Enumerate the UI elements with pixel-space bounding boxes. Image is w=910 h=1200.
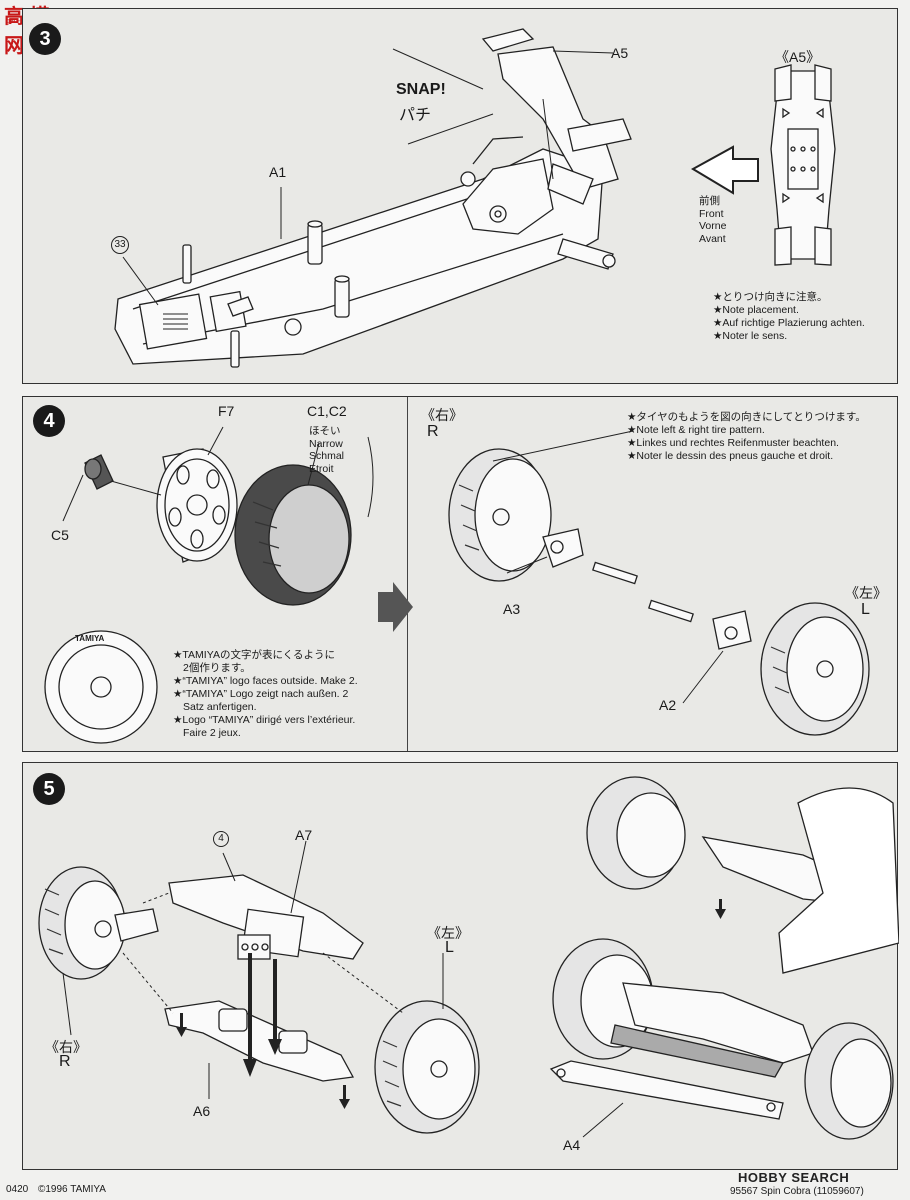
note-line: ★Auf richtige Plazierung achten.	[713, 317, 865, 329]
pattern-notes: ★タイヤのもようを図の向きにしてとりつけます。 ★Note left & rig…	[627, 411, 866, 463]
down-arrow-icon	[176, 1013, 187, 1037]
narrow-labels: ほそい Narrow Schmal Etroit	[309, 425, 344, 475]
right-label-jp: 《右》	[45, 1039, 87, 1055]
step-number: 5	[33, 773, 65, 805]
step-4-divider	[407, 397, 408, 751]
part-label-33: 33	[111, 236, 129, 254]
step-number: 3	[29, 23, 61, 55]
narrow-en: Narrow	[309, 437, 343, 450]
note-line: ★とりつけ向きに注意。	[713, 291, 828, 303]
copyright: ©1996 TAMIYA	[38, 1184, 106, 1195]
snap-label-jp: パチ	[399, 107, 432, 124]
right-label-en: R	[59, 1053, 71, 1070]
part-label-c1c2: C1,C2	[307, 403, 347, 419]
down-arrow-icon	[243, 953, 257, 1077]
part-label-a7: A7	[295, 827, 313, 843]
left-label-jp: 《左》	[427, 925, 469, 941]
step-4-panel: 4	[22, 396, 898, 752]
left-label-en: L	[445, 939, 454, 956]
chassis-drawing	[114, 28, 836, 368]
wheel-assembly-drawing	[44, 426, 870, 744]
note-line: ★タイヤのもようを図の向きにしてとりつけます。	[627, 411, 866, 423]
right-label-jp: 《右》	[421, 407, 463, 423]
note-line: ★Logo “TAMIYA” dirigé vers l’extérieur.	[173, 714, 356, 726]
front-arrow-icon	[690, 145, 759, 195]
left-label-jp: 《左》	[845, 585, 887, 601]
note-line: ★Note left & right tire pattern.	[627, 424, 765, 436]
tamiya-logo-text: TAMIYA	[75, 634, 105, 643]
note-line: ★Note placement.	[713, 304, 799, 316]
next-step-arrow-icon	[378, 582, 413, 632]
note-line: ★Linkes und rechtes Reifenmuster beachte…	[627, 437, 839, 449]
placement-notes: ★とりつけ向きに注意。 ★Note placement. ★Auf richti…	[713, 291, 865, 343]
note-line: Faire 2 jeux.	[183, 727, 241, 739]
part-label-a5: A5	[611, 45, 629, 61]
step-5-panel: 5	[22, 762, 899, 1170]
narrow-de: Schmal	[309, 450, 345, 462]
down-arrow-icon	[715, 899, 726, 919]
note-line: 2個作ります。	[183, 662, 251, 674]
down-arrow-icon	[268, 959, 282, 1055]
snap-label-en: SNAP!	[396, 81, 446, 98]
note-line: ★TAMIYAの文字が表にくるように	[173, 649, 336, 661]
product-code: 95567 Spin Cobra (11059607)	[730, 1186, 864, 1197]
direction-jp: 前側	[699, 195, 720, 207]
a5-detail-drawing	[770, 64, 836, 266]
part-label-a1: A1	[269, 164, 287, 180]
part-label-4: 4	[213, 831, 229, 847]
direction-en: Front	[699, 207, 724, 220]
page-number: 0420	[6, 1184, 29, 1195]
note-line: Satz anfertigen.	[183, 701, 257, 713]
step-3-panel: 3	[22, 8, 898, 384]
narrow-jp: ほそい	[309, 425, 341, 437]
part-label-a4: A4	[563, 1137, 581, 1153]
note-line: ★“TAMIYA” logo faces outside. Make 2.	[173, 675, 358, 687]
direction-fr: Avant	[699, 232, 726, 245]
direction-labels: 前側 Front Vorne Avant	[699, 195, 726, 245]
note-line: ★Noter le dessin des pneus gauche et dro…	[627, 450, 834, 462]
part-label-a2: A2	[659, 697, 677, 713]
tire-notes: ★TAMIYAの文字が表にくるように 2個作ります。 ★“TAMIYA” log…	[173, 649, 358, 740]
part-label-a6: A6	[193, 1103, 211, 1119]
narrow-fr: Etroit	[309, 462, 334, 475]
down-arrow-icon	[339, 1085, 350, 1109]
right-label-en: R	[427, 423, 439, 440]
direction-de: Vorne	[699, 220, 727, 232]
note-line: ★Noter le sens.	[713, 330, 788, 342]
part-label-c5: C5	[51, 527, 69, 543]
watermark: HOBBY SEARCH	[738, 1170, 850, 1185]
step-number: 4	[33, 405, 65, 437]
a5-detail-label: 《A5》	[775, 49, 821, 65]
front-suspension-drawing	[38, 776, 899, 1140]
part-label-a3: A3	[503, 601, 521, 617]
note-line: ★“TAMIYA” Logo zeigt nach außen. 2	[173, 688, 349, 700]
left-label-en: L	[861, 601, 870, 618]
part-label-f7: F7	[218, 403, 235, 419]
